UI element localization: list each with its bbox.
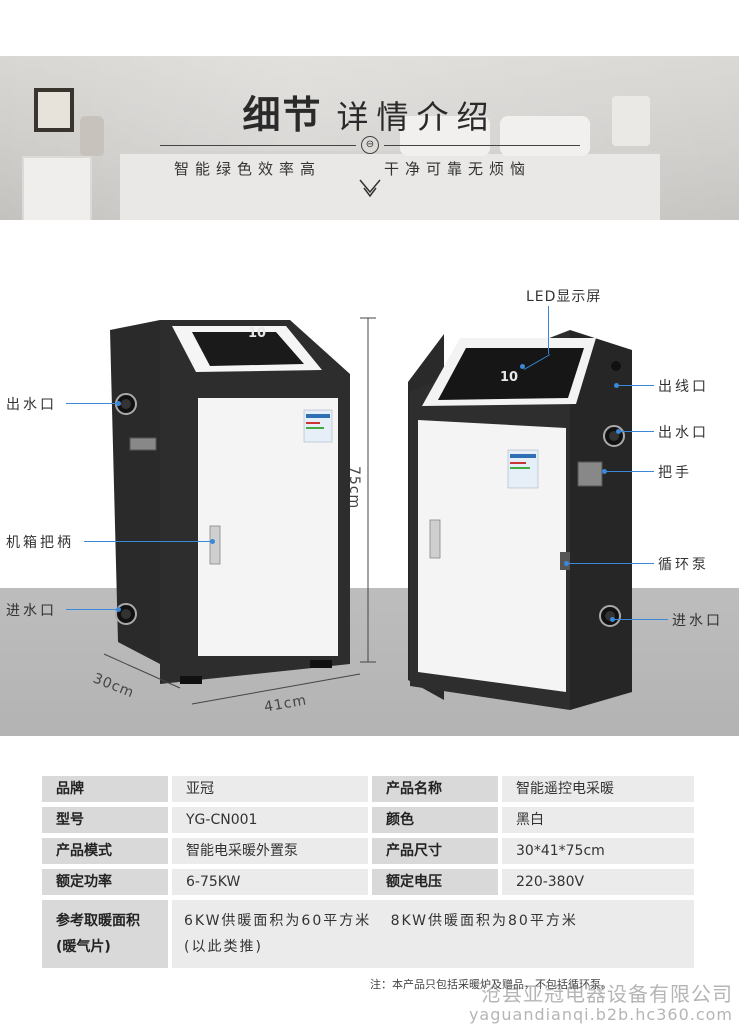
callout-line [66, 609, 118, 610]
spec-value: 智能电采暖外置泵 [172, 838, 368, 864]
callout-left-outlet: 出水口 [6, 397, 57, 413]
pillow-image [500, 116, 590, 156]
left-cabinet-image [110, 320, 350, 684]
banner-subtitle-right: 干净可靠无烦恼 [384, 160, 532, 178]
callout-right-outlet: 出水口 [658, 425, 709, 441]
callout-right-inlet: 进水口 [672, 613, 723, 629]
watermark: 沧县亚冠电器设备有限公司 yaguandianqi.b2b.hc360.com [469, 978, 733, 1024]
flower-vase-image [80, 116, 104, 156]
banner-divider-right [384, 145, 580, 146]
callout-line [604, 471, 654, 472]
heating-area-value-line2: (以此类推) [184, 939, 263, 955]
table-row: 产品模式 智能电采暖外置泵 产品尺寸 30*41*75cm [42, 838, 694, 864]
banner-subtitle-left: 智能绿色效率高 [174, 160, 322, 178]
dimension-height: 75cm [346, 466, 362, 510]
right-cabinet-image [408, 330, 632, 710]
spec-label: 产品尺寸 [372, 838, 498, 864]
chevron-down-icon [359, 179, 381, 198]
callout-dot [210, 539, 215, 544]
callout-dot [614, 383, 619, 388]
callout-dot [602, 469, 607, 474]
spec-label: 额定电压 [372, 869, 498, 895]
banner-title-light: 详情介绍 [336, 98, 497, 136]
callout-dot [520, 364, 525, 369]
spec-value: 智能遥控电采暖 [502, 776, 694, 802]
spec-value: 30*41*75cm [502, 838, 694, 864]
banner-title: 细节详情介绍 [0, 84, 739, 139]
heating-area-value-line1: 6KW供暖面积为60平方米 8KW供暖面积为80平方米 [184, 913, 578, 929]
watermark-url: yaguandianqi.b2b.hc360.com [468, 1005, 733, 1024]
callout-line [566, 563, 654, 564]
right-display-digits: 10 [500, 370, 519, 385]
watermark-company: 沧县亚冠电器设备有限公司 [481, 982, 733, 1006]
callout-line [616, 385, 654, 386]
spec-label: 产品模式 [42, 838, 168, 864]
callout-right-pump: 循环泵 [658, 557, 709, 573]
banner-divider-left [160, 145, 356, 146]
callout-dot [564, 561, 569, 566]
spec-value: YG-CN001 [172, 807, 368, 833]
dimension-lines [103, 317, 376, 705]
callout-right-cable: 出线口 [658, 379, 709, 395]
product-showcase: 10 10 出水口 机箱把柄 进水口 LED显示屏 出线口 出水口 把手 循环泵… [0, 226, 739, 736]
left-display-digits: 10 [248, 326, 267, 341]
lamp-image [612, 96, 650, 146]
heating-area-label-line1: 参考取暖面积 [56, 913, 140, 929]
callout-line [548, 306, 549, 354]
nightstand-image [22, 156, 92, 220]
table-row: 额定功率 6-75KW 额定电压 220-380V [42, 869, 694, 895]
heating-area-value: 6KW供暖面积为60平方米 8KW供暖面积为80平方米 (以此类推) [172, 900, 694, 968]
pillow-image [400, 116, 490, 156]
picture-frame-image [34, 88, 74, 132]
table-row: 型号 YG-CN001 颜色 黑白 [42, 807, 694, 833]
callout-led-display: LED显示屏 [526, 289, 602, 305]
spec-value: 6-75KW [172, 869, 368, 895]
spec-value: 黑白 [502, 807, 694, 833]
callout-dot [116, 607, 121, 612]
heating-area-label-line2: (暖气片) [56, 939, 111, 955]
header-banner: 细节详情介绍 ⊖ 智能绿色效率高 干净可靠无烦恼 [0, 56, 739, 220]
minus-circle-icon: ⊖ [361, 136, 379, 154]
callout-dot [116, 401, 121, 406]
spec-label: 颜色 [372, 807, 498, 833]
spec-label: 产品名称 [372, 776, 498, 802]
callout-line [84, 541, 212, 542]
callout-left-handle: 机箱把柄 [6, 535, 74, 551]
spec-value: 220-380V [502, 869, 694, 895]
banner-title-bold: 细节 [242, 93, 323, 137]
callout-dot [610, 617, 615, 622]
callout-dot [616, 429, 621, 434]
heating-area-label: 参考取暖面积 (暖气片) [42, 900, 168, 968]
spec-label: 型号 [42, 807, 168, 833]
footnote: 注：本产品只包括采暖炉及赠品，不包括循环泵。 [370, 978, 612, 991]
bed-image [120, 151, 660, 220]
callout-right-handle: 把手 [658, 465, 692, 481]
callout-line [618, 431, 654, 432]
spec-label: 额定功率 [42, 869, 168, 895]
spec-value: 亚冠 [172, 776, 368, 802]
table-row: 品牌 亚冠 产品名称 智能遥控电采暖 [42, 776, 694, 802]
callout-left-inlet: 进水口 [6, 603, 57, 619]
table-row: 参考取暖面积 (暖气片) 6KW供暖面积为60平方米 8KW供暖面积为80平方米… [42, 900, 694, 968]
callout-line [66, 403, 118, 404]
spec-label: 品牌 [42, 776, 168, 802]
callout-line [612, 619, 668, 620]
